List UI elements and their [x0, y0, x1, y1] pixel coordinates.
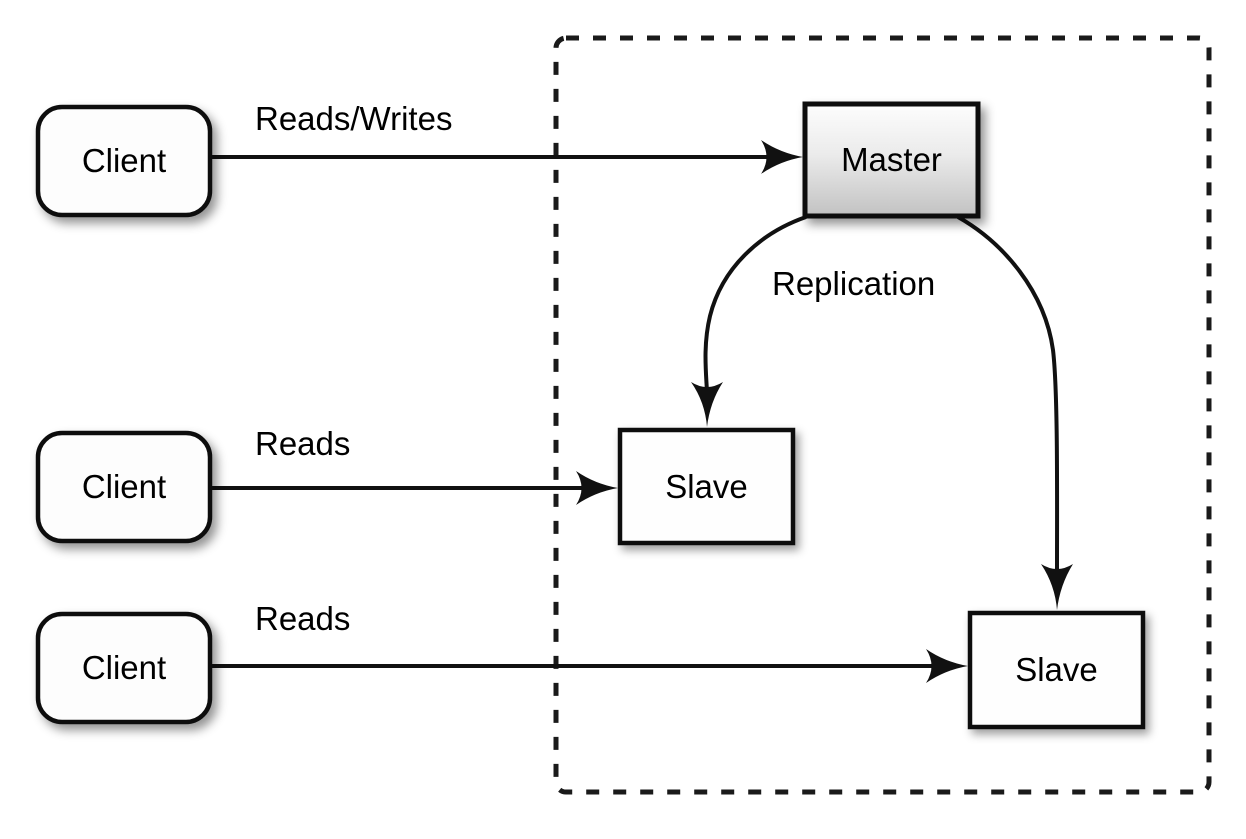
node-slave-2[interactable] [967, 610, 1146, 730]
node-slave-1[interactable] [617, 427, 796, 546]
database-cluster-boundary [553, 35, 1212, 795]
node-client-3[interactable] [35, 611, 213, 725]
edge-reads-slave1 [210, 471, 618, 505]
node-client-2[interactable] [35, 430, 213, 544]
edge-reads-writes [210, 140, 803, 174]
edge-reads-slave2 [210, 649, 968, 683]
edge-replication-slave1 [691, 215, 807, 427]
edge-label-replication: Replication [772, 265, 936, 302]
edge-replication-slave2 [957, 215, 1073, 610]
edge-label-reads-writes: Reads/Writes [255, 100, 453, 137]
node-client-1[interactable] [35, 104, 213, 218]
arrowhead-icon [926, 649, 968, 683]
arrowhead-icon [761, 140, 803, 174]
edge-label-reads-1: Reads [255, 425, 351, 462]
arrowhead-icon [691, 382, 723, 427]
node-master[interactable] [802, 101, 981, 219]
arrowhead-icon [576, 471, 618, 505]
edge-label-reads-2: Reads [255, 600, 351, 637]
arrowhead-icon [1041, 564, 1073, 610]
